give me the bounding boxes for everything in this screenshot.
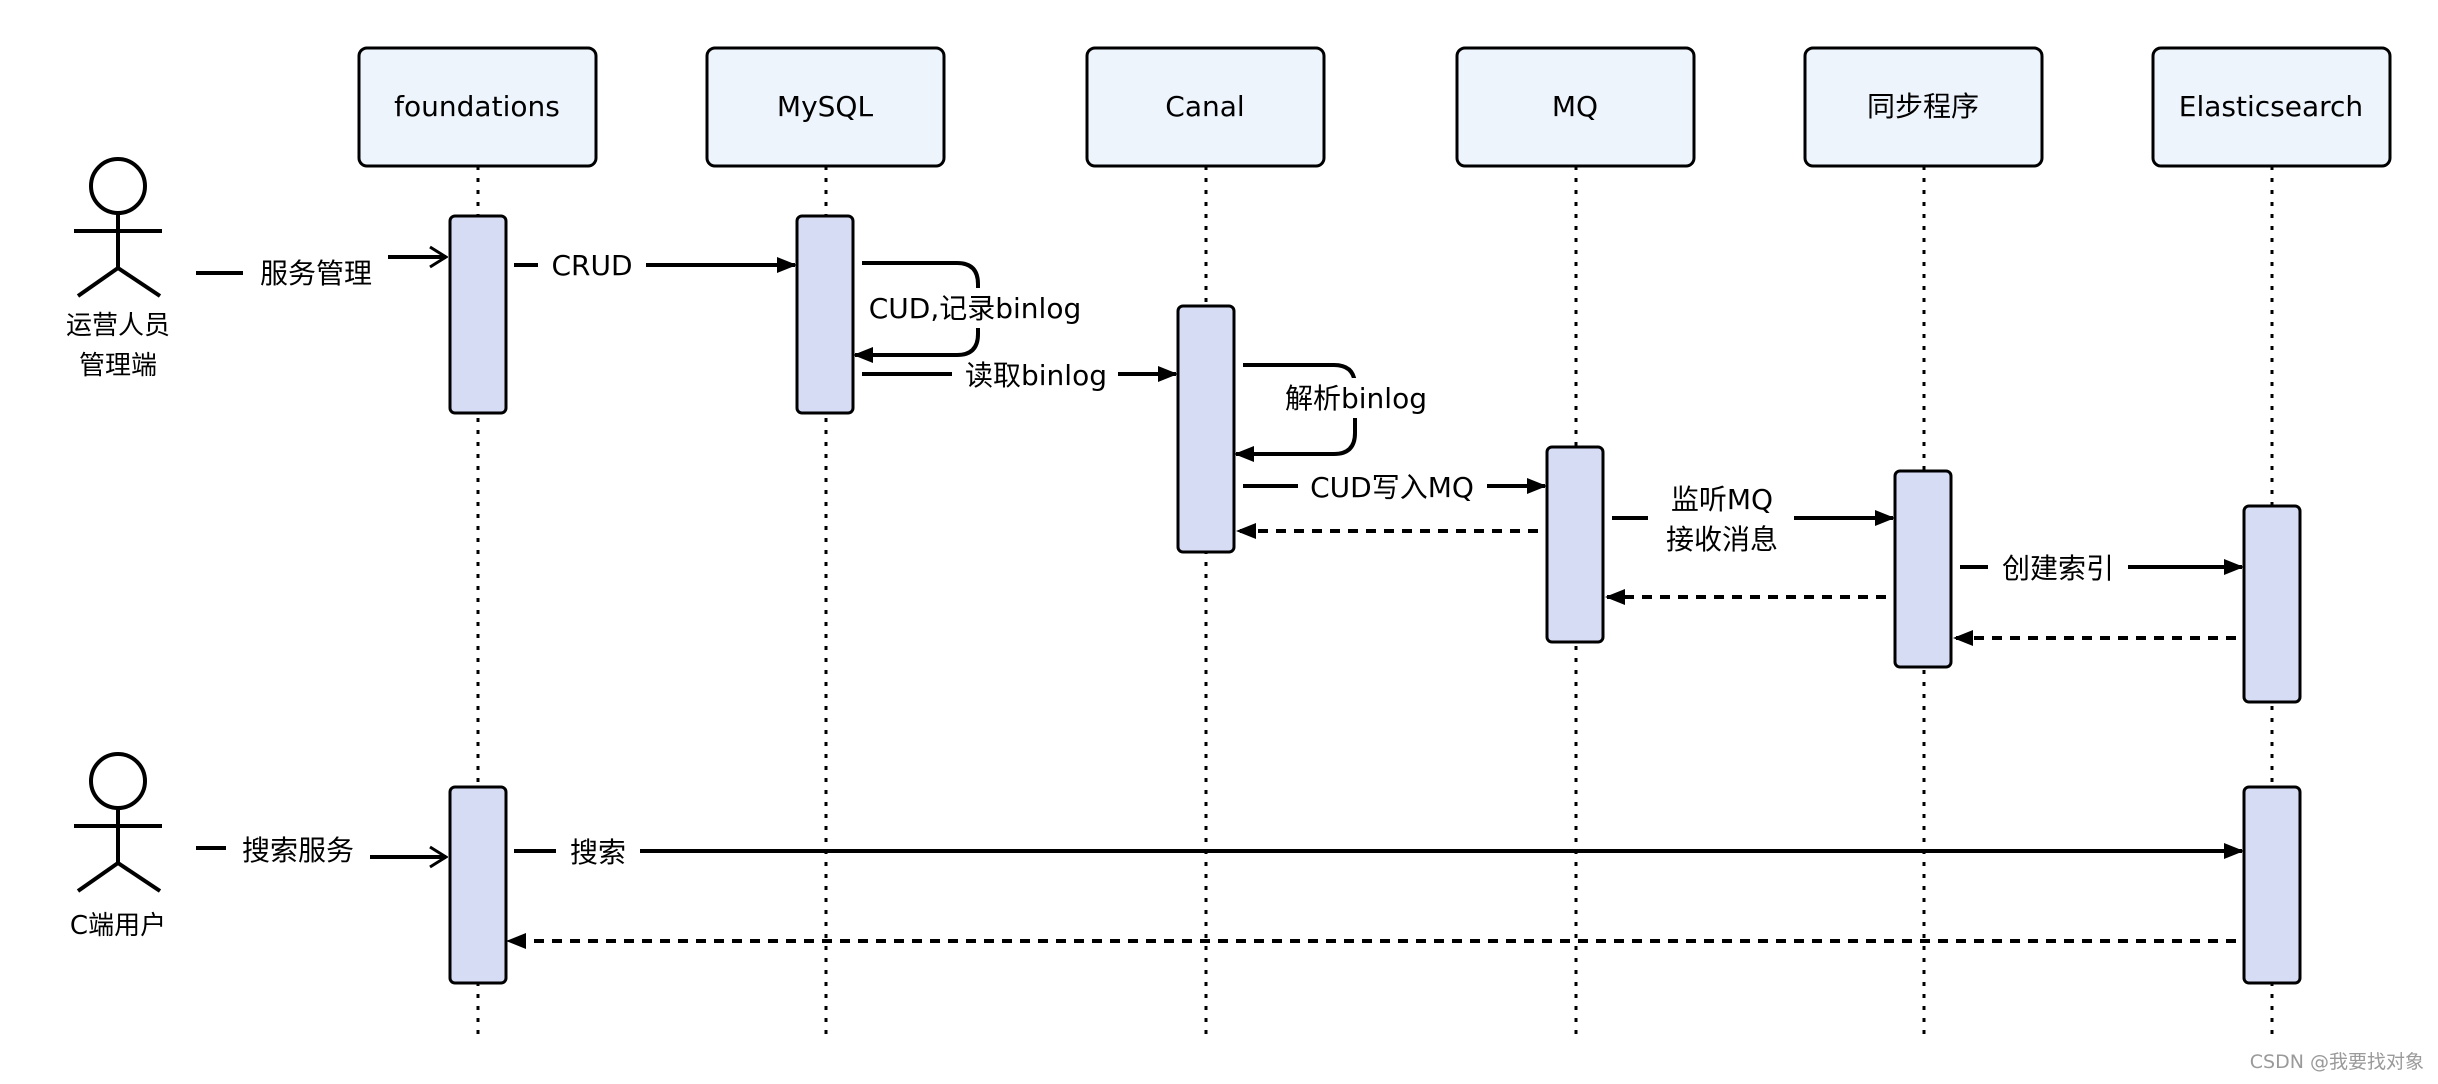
message-label: 搜索 — [570, 836, 626, 869]
message-label: CUD写入MQ — [1310, 471, 1474, 504]
actor-label: C端用户 — [70, 911, 166, 941]
message-label: CRUD — [551, 249, 632, 282]
activation-foundations-2 — [448, 785, 508, 985]
activation-es-2 — [2242, 785, 2302, 985]
message-search: 搜索 — [514, 836, 2244, 869]
participants: foundations MySQL Canal MQ 同步程序 Elastics… — [357, 46, 2392, 168]
actor-operator: 运营人员 管理端 — [66, 157, 170, 381]
message-label: 解析binlog — [1285, 382, 1427, 415]
message-label: CUD,记录binlog — [869, 292, 1082, 325]
participant-es: Elasticsearch — [2151, 46, 2392, 168]
message-cud-write-mq: CUD写入MQ — [1243, 471, 1547, 504]
message-read-binlog: 读取binlog — [862, 359, 1178, 392]
watermark: CSDN @我要找对象 — [2249, 1051, 2424, 1073]
message-create-index: 创建索引 — [1960, 552, 2244, 585]
participant-label: MQ — [1552, 90, 1598, 123]
message-label: 创建索引 — [2002, 552, 2114, 585]
actor-c-user: C端用户 — [70, 752, 166, 941]
activation-mysql — [795, 214, 855, 415]
activation-sync — [1893, 469, 1953, 669]
message-service-management: 服务管理 — [196, 257, 446, 290]
message-crud: CRUD — [514, 249, 797, 282]
participant-label: Canal — [1165, 90, 1244, 123]
message-label: 搜索服务 — [242, 834, 354, 867]
participant-mq: MQ — [1455, 46, 1696, 168]
participant-label: MySQL — [777, 90, 874, 123]
actor-label: 运营人员 — [66, 311, 170, 341]
stick-figure-icon — [74, 157, 162, 298]
activation-mq — [1545, 445, 1605, 644]
message-cud-binlog: CUD,记录binlog — [853, 261, 1082, 363]
participant-label: foundations — [394, 90, 560, 123]
message-label: 接收消息 — [1666, 523, 1778, 556]
activation-es-1 — [2242, 504, 2302, 704]
lifelines — [476, 166, 2274, 1040]
participant-sync: 同步程序 — [1803, 46, 2044, 168]
participant-label: 同步程序 — [1867, 90, 1979, 123]
actor-label: 管理端 — [79, 351, 157, 381]
message-search-service: 搜索服务 — [196, 834, 446, 867]
activations — [448, 214, 2302, 985]
message-label: 监听MQ — [1671, 483, 1773, 516]
message-label: 服务管理 — [260, 257, 372, 290]
participant-mysql: MySQL — [705, 46, 946, 168]
activation-canal — [1176, 304, 1236, 554]
participant-canal: Canal — [1085, 46, 1326, 168]
message-label: 读取binlog — [965, 359, 1107, 392]
messages: 服务管理 CRUD CUD,记录binlog 读取binlog 解析binlog — [196, 249, 2244, 949]
activation-foundations-1 — [448, 214, 508, 415]
stick-figure-icon — [74, 752, 162, 893]
participant-label: Elasticsearch — [2179, 90, 2363, 123]
message-listen-mq: 监听MQ 接收消息 — [1612, 483, 1895, 556]
message-parse-binlog: 解析binlog — [1234, 363, 1432, 462]
participant-foundations: foundations — [357, 46, 598, 168]
